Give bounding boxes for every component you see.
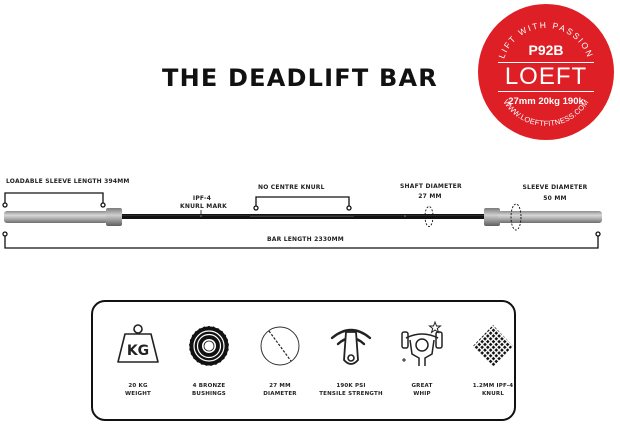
page-title: THE DEADLIFT BAR [162, 64, 438, 92]
right-sleeve [498, 211, 602, 223]
sleeve-length-bracket [2, 192, 106, 208]
label-no-centre-knurl: NO CENTRE KNURL [258, 184, 325, 191]
brand-badge: LIFT WITH PASSION WWW.LOEFTFITNESS.COM P… [478, 4, 614, 140]
kg-weight-icon: KG [117, 324, 159, 363]
bushing-icon [188, 325, 230, 367]
knurl-pattern-icon [473, 325, 513, 367]
diameter-icon [260, 326, 300, 366]
feature-weight-label: WEIGHT [125, 391, 151, 397]
sleeve-diameter-indicator [510, 203, 522, 231]
label-sleeve-diameter: SLEEVE DIAMETER 50 MM [522, 184, 588, 202]
feature-tensile: 190K PSI TENSILE STRENGTH [316, 302, 386, 419]
feature-tensile-label: TENSILE STRENGTH [319, 391, 383, 397]
bar-length-bracket [2, 231, 601, 249]
feature-whip-label: WHIP [413, 391, 431, 397]
whip-lifter-icon [401, 320, 443, 366]
feature-bushings-value: 4 BRONZE [192, 383, 226, 389]
label-bar-length: BAR LENGTH 2330MM [267, 236, 344, 243]
label-shaft-diameter: SHAFT DIAMETER 27 MM [400, 183, 462, 200]
right-collar [484, 208, 500, 226]
svg-text:KG: KG [127, 343, 149, 359]
label-loadable-sleeve: LOADABLE SLEEVE LENGTH 394MM [6, 178, 130, 185]
badge-model: P92B [528, 42, 564, 58]
badge-brand: LOEFT [498, 62, 594, 92]
feature-bushings: 4 BRONZE BUSHINGS [174, 302, 244, 419]
badge-spec: 27mm 20kg 190k [508, 96, 584, 107]
label-knurl-mark: IPF-4 KNURL MARK [180, 195, 227, 210]
feature-knurl-value: 1.2MM IPF-4 [472, 383, 514, 389]
badge-curved-text: LIFT WITH PASSION WWW.LOEFTFITNESS.COM [496, 20, 593, 128]
features-panel: KG 20 KG WEIGHT 4 BRONZE BUSHINGS 27 MM … [91, 300, 516, 421]
barbell-diagram [2, 192, 602, 249]
feature-diameter-label: DIAMETER [263, 391, 297, 397]
feature-weight-value: 20 KG [128, 383, 148, 389]
shaft-diameter-indicator [424, 206, 434, 227]
feature-whip-value: GREAT [411, 383, 433, 389]
left-sleeve [4, 211, 108, 223]
no-centre-knurl-bracket [253, 196, 352, 211]
feature-diameter-value: 27 MM [269, 383, 291, 389]
feature-weight: KG 20 KG WEIGHT [103, 302, 173, 419]
feature-diameter: 27 MM DIAMETER [245, 302, 315, 419]
feature-knurl-label: KNURL [481, 391, 505, 397]
feature-whip: GREAT WHIP [387, 302, 457, 419]
feature-bushings-label: BUSHINGS [192, 391, 226, 397]
left-collar [106, 208, 122, 226]
tensile-strength-icon [330, 328, 372, 365]
feature-knurl: 1.2MM IPF-4 KNURL [458, 302, 528, 419]
feature-tensile-value: 190K PSI [336, 383, 366, 389]
